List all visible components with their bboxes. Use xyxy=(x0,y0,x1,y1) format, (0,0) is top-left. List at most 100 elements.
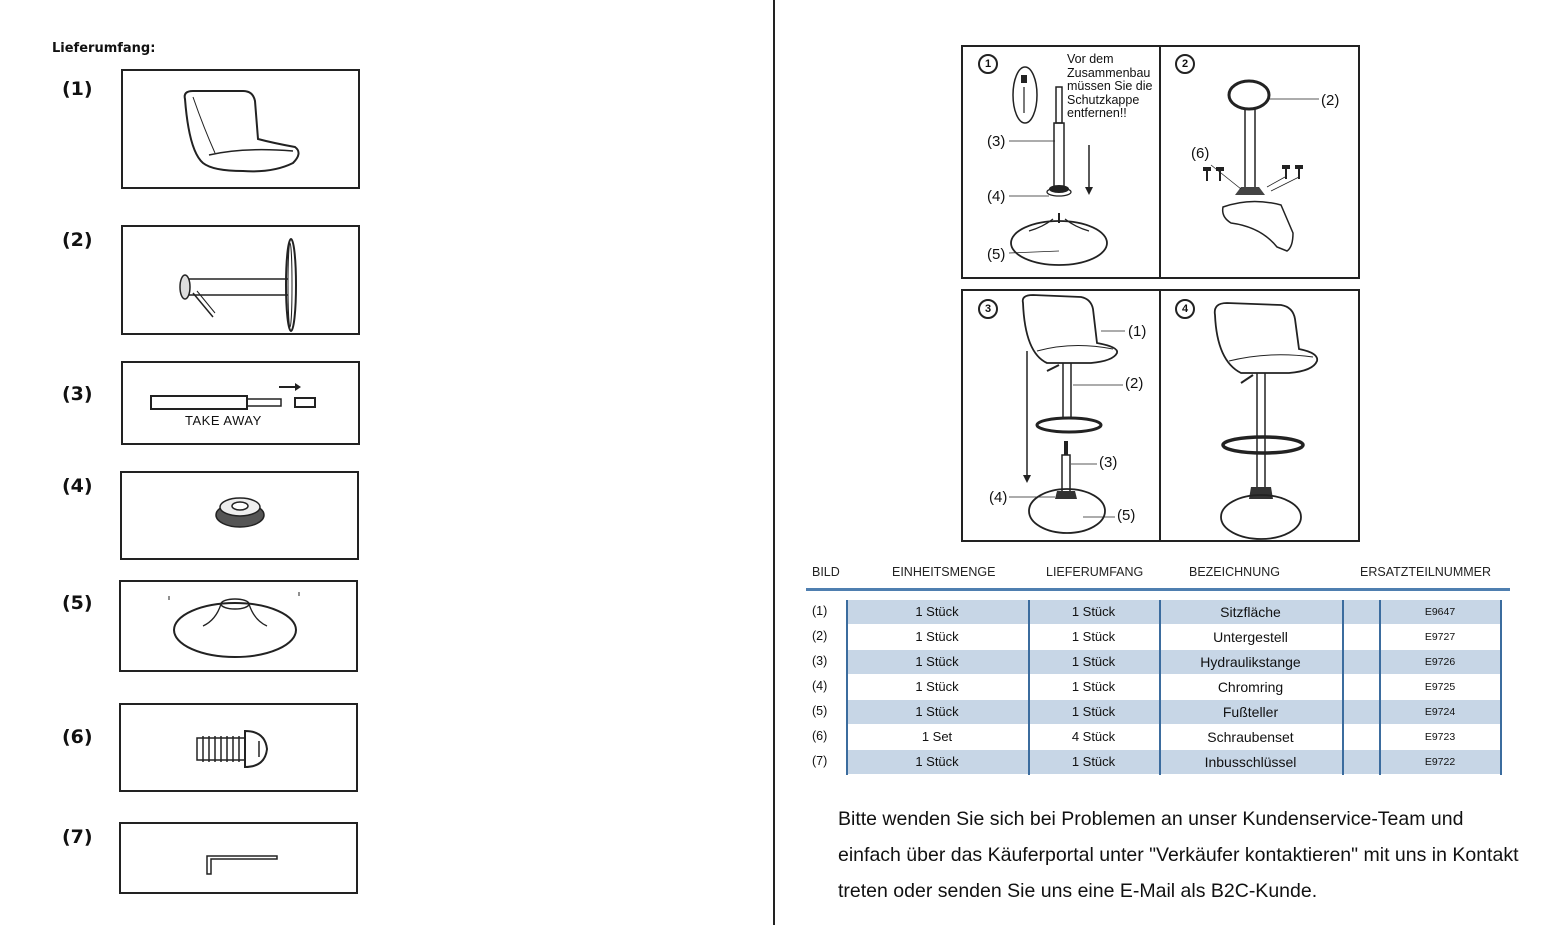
cell-bezeichnung: Inbusschlüssel xyxy=(1204,754,1297,770)
table-row: 1 Stück 1 Stück Inbusschlüssel E9722 xyxy=(846,750,1501,774)
foot-plate-icon xyxy=(168,592,300,658)
table-row: 1 Set 4 Stück Schraubenset E9723 xyxy=(846,725,1501,749)
cell-lieferumfang: 4 Stück xyxy=(1071,729,1116,744)
table-border xyxy=(1379,600,1381,775)
cell-ersatzteilnummer: E9725 xyxy=(1424,681,1456,693)
part-foot-box xyxy=(119,580,358,672)
step-3-label-5: (5) xyxy=(1117,507,1136,524)
step-2-illustration xyxy=(1203,79,1319,252)
cell-einheitsmenge: 1 Stück xyxy=(915,604,959,619)
row-bild: (2) xyxy=(812,629,828,643)
cell-ersatzteilnummer: E9724 xyxy=(1424,706,1456,718)
col-header-ersatzteilnummer: ERSATZTEILNUMMER xyxy=(1360,565,1492,579)
base-column-icon xyxy=(179,238,297,332)
part-number-7: (7) xyxy=(62,826,93,848)
cell-einheitsmenge: 1 Stück xyxy=(915,704,959,719)
part-key-box xyxy=(119,822,358,894)
cell-lieferumfang: 1 Stück xyxy=(1071,629,1116,644)
chrome-ring-icon xyxy=(215,497,265,528)
table-border xyxy=(1159,600,1161,775)
col-header-bild: BILD xyxy=(812,565,840,579)
table-row: 1 Stück 1 Stück Fußteller E9724 xyxy=(846,700,1501,724)
part-number-3: (3) xyxy=(62,383,93,405)
cell-einheitsmenge: 1 Stück xyxy=(915,629,959,644)
cell-lieferumfang: 1 Stück xyxy=(1071,679,1116,694)
cell-einheitsmenge: 1 Set xyxy=(921,729,953,744)
protective-cap-note: Vor dem Zusammenbau müssen Sie die Schut… xyxy=(1067,52,1153,120)
cell-einheitsmenge: 1 Stück xyxy=(915,654,959,669)
assembly-step-4: 4 xyxy=(1159,289,1360,542)
part-number-5: (5) xyxy=(62,592,93,614)
part-rod-box: TAKE AWAY xyxy=(121,361,360,445)
table-border xyxy=(1028,600,1030,775)
cell-bezeichnung: Untergestell xyxy=(1213,629,1288,645)
part-seat-box xyxy=(121,69,360,189)
table-border xyxy=(1500,600,1502,775)
hydraulic-rod-icon xyxy=(150,383,316,410)
step-1-label-4: (4) xyxy=(987,188,1006,205)
cell-ersatzteilnummer: E9723 xyxy=(1424,731,1456,743)
table-row: 1 Stück 1 Stück Untergestell E9727 xyxy=(846,625,1501,649)
cell-ersatzteilnummer: E9726 xyxy=(1424,656,1456,668)
part-number-6: (6) xyxy=(62,726,93,748)
table-header-rule xyxy=(806,588,1510,591)
step-1-label-5: (5) xyxy=(987,246,1006,263)
table-row: 1 Stück 1 Stück Chromring E9725 xyxy=(846,675,1501,699)
part-base-box xyxy=(121,225,360,335)
step-2-marker: 2 xyxy=(1175,54,1195,74)
row-bild: (6) xyxy=(812,729,828,743)
step-3-label-1: (1) xyxy=(1128,323,1147,340)
customer-service-note: Bitte wenden Sie sich bei Problemen an u… xyxy=(838,808,1519,902)
part-ring-box xyxy=(120,471,359,560)
cell-bezeichnung: Schraubenset xyxy=(1207,729,1294,745)
row-bild: (5) xyxy=(812,704,828,718)
assembly-step-3: 3 (1) (2) (3) (4) (5) xyxy=(961,289,1161,542)
cell-lieferumfang: 1 Stück xyxy=(1071,604,1116,619)
assembly-step-1: 1 Vor dem Zusammenbau müssen Sie die Sch… xyxy=(961,45,1161,279)
cell-lieferumfang: 1 Stück xyxy=(1071,704,1116,719)
step-4-marker: 4 xyxy=(1175,299,1195,319)
cell-einheitsmenge: 1 Stück xyxy=(915,754,959,769)
seat-shell-icon xyxy=(183,90,300,173)
step-1-label-3: (3) xyxy=(987,133,1006,150)
table-border xyxy=(846,600,848,775)
page-divider xyxy=(773,0,775,925)
col-header-einheitsmenge: EINHEITSMENGE xyxy=(892,565,996,579)
part-screw-box xyxy=(119,703,358,792)
cell-ersatzteilnummer: E9722 xyxy=(1424,756,1456,768)
table-row: 1 Stück 1 Stück Sitzfläche E9647 xyxy=(846,600,1501,624)
part-number-4: (4) xyxy=(62,475,93,497)
step-2-label-6: (6) xyxy=(1191,145,1210,162)
cell-ersatzteilnummer: E9647 xyxy=(1424,606,1456,618)
step-1-marker: 1 xyxy=(978,54,998,74)
take-away-caption: TAKE AWAY xyxy=(185,413,262,428)
cell-lieferumfang: 1 Stück xyxy=(1071,654,1116,669)
row-bild: (4) xyxy=(812,679,828,693)
step-3-illustration xyxy=(1009,294,1125,534)
col-header-lieferumfang: LIEFERUMFANG xyxy=(1046,565,1144,579)
step-4-illustration xyxy=(1213,302,1319,540)
row-bild: (1) xyxy=(812,604,828,618)
cell-bezeichnung: Chromring xyxy=(1217,679,1284,695)
screw-icon xyxy=(196,729,269,769)
step-3-label-3: (3) xyxy=(1099,454,1118,471)
cell-bezeichnung: Fußteller xyxy=(1222,704,1279,720)
row-bild: (3) xyxy=(812,654,828,668)
cell-ersatzteilnummer: E9727 xyxy=(1424,631,1456,643)
col-header-bezeichnung: BEZEICHNUNG xyxy=(1189,565,1280,579)
row-bild: (7) xyxy=(812,754,828,768)
parts-list-title: Lieferumfang: xyxy=(52,41,156,56)
assembly-step-2: 2 (2) (6) xyxy=(1159,45,1360,279)
allen-key-icon xyxy=(206,855,278,875)
part-number-1: (1) xyxy=(62,78,93,100)
table-border xyxy=(1342,600,1344,775)
part-number-2: (2) xyxy=(62,229,93,251)
step-3-label-4: (4) xyxy=(989,489,1008,506)
cell-bezeichnung: Sitzfläche xyxy=(1220,604,1281,620)
step-1-illustration xyxy=(1008,66,1108,266)
step-2-label-2: (2) xyxy=(1321,92,1340,109)
cell-einheitsmenge: 1 Stück xyxy=(915,679,959,694)
step-3-marker: 3 xyxy=(978,299,998,319)
cell-lieferumfang: 1 Stück xyxy=(1071,754,1116,769)
